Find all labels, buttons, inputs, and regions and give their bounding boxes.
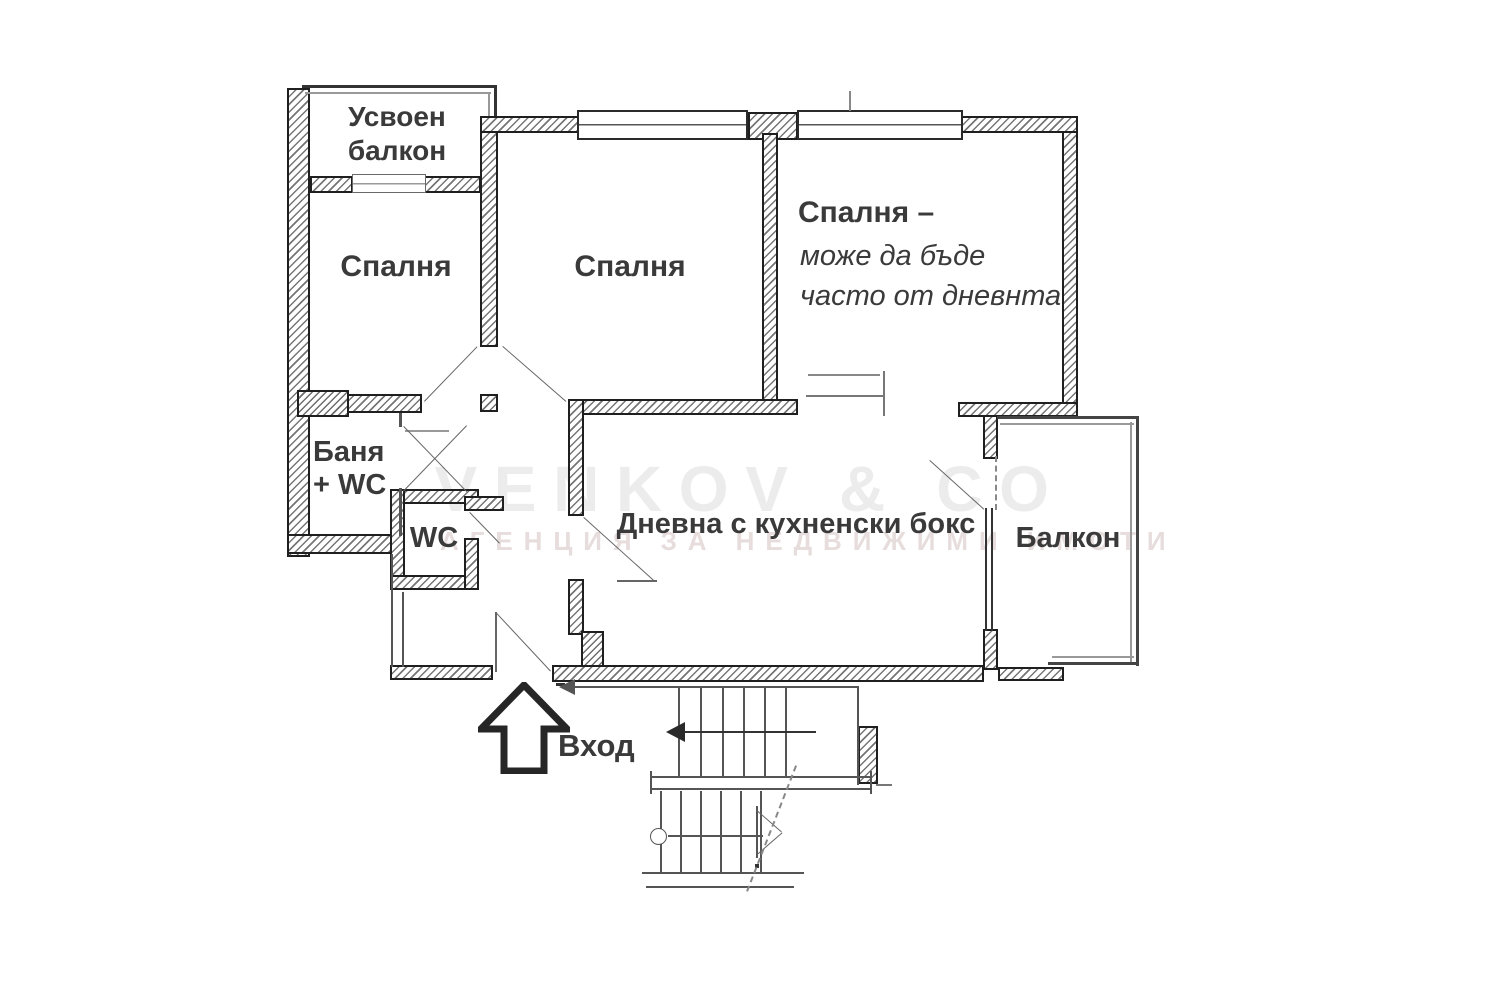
balcony-railing bbox=[1136, 416, 1139, 666]
wall-segment bbox=[424, 176, 481, 193]
wall-segment bbox=[287, 534, 404, 554]
stair-flag-staff bbox=[756, 806, 758, 858]
room-label-living: Дневна с кухненски бокс bbox=[616, 508, 976, 540]
stair-landing-line bbox=[651, 788, 872, 790]
window bbox=[352, 174, 426, 193]
stair-step bbox=[680, 791, 682, 873]
balcony-door-glazing bbox=[991, 508, 993, 631]
wall-segment bbox=[310, 176, 353, 193]
balcony-glazing-line bbox=[305, 92, 491, 94]
balcony-railing bbox=[1000, 423, 1134, 425]
stair-direction-arrow-icon bbox=[666, 722, 685, 742]
room-label-line: + WC bbox=[313, 469, 387, 501]
wall-segment bbox=[570, 399, 798, 415]
stair-landing-cap bbox=[650, 771, 652, 794]
stair-newel-circle bbox=[650, 828, 667, 845]
window-tick bbox=[849, 91, 851, 111]
watermark-brand: VENKOV & CO bbox=[434, 453, 1066, 525]
pocket-door-line bbox=[883, 371, 885, 416]
room-label-bedroom-left: Спалня bbox=[340, 250, 452, 283]
stair-flag-dot bbox=[755, 864, 759, 868]
room-label-line: Усвоен bbox=[348, 101, 446, 132]
stair-step bbox=[720, 791, 722, 873]
wall-segment bbox=[958, 402, 1078, 417]
room-label-bedroom-right-note2: часто от дневнта bbox=[800, 280, 1062, 312]
door-leaf-tick bbox=[617, 580, 657, 582]
room-label-balcony: Балкон bbox=[1015, 522, 1121, 554]
stair-arrow-icon bbox=[559, 679, 575, 695]
balcony-glazing-line bbox=[302, 85, 497, 88]
partition-line bbox=[399, 488, 402, 536]
window bbox=[797, 110, 963, 140]
stair-landing-line bbox=[651, 776, 872, 778]
wall-column bbox=[581, 631, 604, 669]
partition-line bbox=[391, 554, 393, 667]
stair-line bbox=[857, 686, 859, 785]
room-label-wc: WC bbox=[409, 522, 459, 554]
entry-door-tick bbox=[495, 612, 497, 672]
stair-line bbox=[646, 886, 794, 888]
room-label-bedroom-right-title: Спалня – bbox=[798, 196, 935, 229]
stair-step bbox=[740, 791, 742, 873]
wall-segment bbox=[998, 667, 1064, 681]
partition-line bbox=[399, 413, 402, 427]
entry-door-leaf bbox=[496, 613, 551, 672]
wall-segment bbox=[480, 116, 580, 133]
wall-segment bbox=[464, 538, 479, 590]
room-label-line: Баня bbox=[313, 436, 385, 468]
hidden-edge-line bbox=[995, 456, 997, 510]
wall-segment bbox=[480, 394, 498, 412]
wall-segment bbox=[1062, 131, 1078, 417]
wall-segment bbox=[983, 629, 998, 670]
wall-segment bbox=[568, 579, 584, 635]
partition-line bbox=[402, 592, 404, 667]
balcony-glazing-line bbox=[494, 85, 497, 116]
entrance-label: Вход bbox=[558, 728, 635, 763]
entrance-arrow-icon bbox=[478, 682, 570, 774]
wall-segment bbox=[552, 665, 984, 682]
wall-segment bbox=[762, 133, 778, 402]
wall-segment bbox=[464, 496, 504, 511]
wall-segment bbox=[961, 116, 1078, 133]
wall-segment bbox=[287, 88, 310, 557]
room-label-converted-balcony: Усвоен балкон bbox=[302, 100, 492, 168]
window bbox=[577, 110, 748, 140]
stair-line bbox=[668, 835, 763, 837]
room-label-bathroom: Баня + WC bbox=[313, 436, 386, 502]
watermark-tagline: АГЕНЦИЯ ЗА НЕДВИЖИМИ ИМОТИ bbox=[440, 526, 1177, 556]
balcony-railing bbox=[1048, 662, 1139, 665]
wall-segment bbox=[568, 399, 584, 516]
room-label-bedroom-middle: Спалня bbox=[574, 250, 686, 283]
wall-column bbox=[297, 390, 349, 417]
shelf-line bbox=[405, 430, 449, 432]
pocket-door-line bbox=[806, 395, 884, 397]
balcony-railing bbox=[1052, 656, 1134, 658]
balcony-railing bbox=[1130, 422, 1132, 662]
stair-step bbox=[700, 791, 702, 873]
stair-step bbox=[760, 791, 762, 873]
door-leaf bbox=[424, 346, 478, 402]
stair-line bbox=[642, 872, 804, 874]
stair-direction-line bbox=[684, 731, 816, 733]
wall-segment bbox=[983, 415, 998, 459]
pocket-door-line bbox=[808, 374, 880, 376]
balcony-door-glazing bbox=[985, 508, 987, 631]
stair-line bbox=[876, 784, 892, 786]
balcony-glazing-line bbox=[488, 92, 490, 116]
wall-segment bbox=[390, 665, 493, 680]
wall-segment bbox=[858, 726, 878, 784]
stair-line bbox=[575, 686, 858, 688]
stair-landing-cap bbox=[870, 771, 872, 794]
door-leaf bbox=[502, 346, 567, 402]
room-label-bedroom-right-note1: може да бъде bbox=[800, 240, 986, 272]
balcony-railing bbox=[997, 416, 1139, 419]
room-label-line: балкон bbox=[347, 135, 447, 166]
